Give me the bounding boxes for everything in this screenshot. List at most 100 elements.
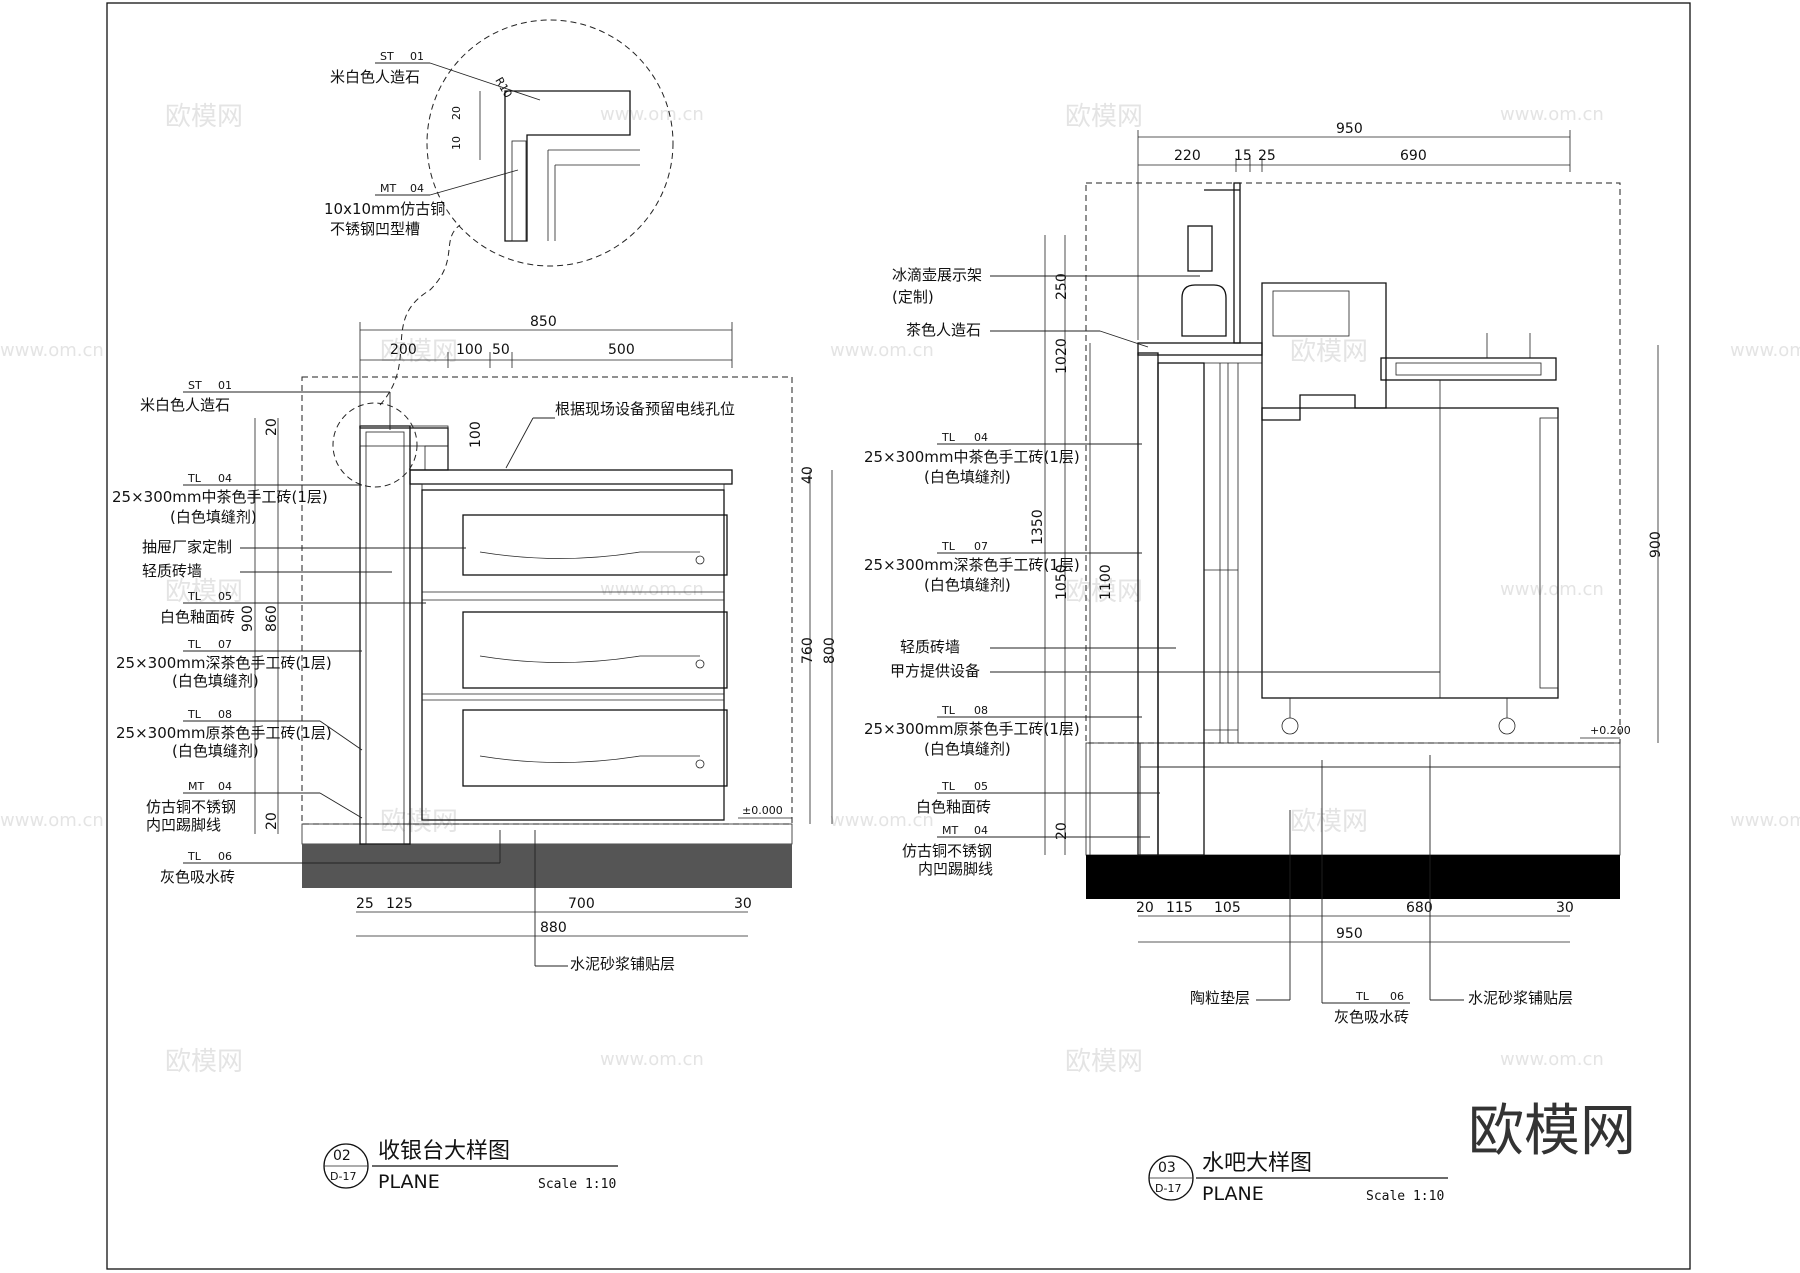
leader [319,720,363,751]
lightweight-brick-wall [359,425,411,845]
tag-num: 04 [410,182,424,195]
label-st01: 米白色人造石 [330,68,420,86]
dim-880: 880 [540,920,567,936]
label-mt04-line2: 内凹踢脚线 [918,860,993,878]
drip-pot-top [1187,225,1213,272]
dim-860: 860 [264,605,280,632]
tag-num: 04 [218,780,232,793]
sheet-border [106,2,1691,1270]
sheet-reference: D-17 [330,1170,356,1183]
dim-25: 25 [1258,148,1276,164]
dim-100: 100 [456,342,483,358]
dim-1100: 1100 [1098,564,1114,600]
dim-20: 20 [264,812,280,830]
dim-30: 30 [1556,900,1574,916]
tag-code: TL [1355,990,1370,1003]
label-tl07-line1: 25×300mm深茶色手工砖(1层) [864,556,1080,574]
sheet-reference: D-17 [1155,1182,1181,1195]
label-rack: 冰滴壶展示架 [892,266,982,284]
drawer-1-knob [695,555,705,565]
tag-code: TL [187,472,202,485]
tag-num: 01 [410,50,424,63]
watermark-url: www.om.cn [600,579,704,600]
dim-1350: 1350 [1030,509,1046,545]
label-tl04-line1: 25×300mm中茶色手工砖(1层) [864,448,1080,466]
tag-code: TL [187,708,202,721]
equipment-door [1539,417,1559,689]
tag-code: TL [187,638,202,651]
tag-num: 05 [218,590,232,603]
tag-code: TL [941,431,956,444]
leader [1099,330,1149,348]
dim-100-vertical: 100 [468,421,484,448]
watermark-brand: 欧模网 [1290,807,1368,837]
dim-40: 40 [800,466,816,484]
dim-760: 760 [800,637,816,664]
drawing-title: 收银台大样图 [378,1139,510,1164]
level-mark: +0.200 [1590,724,1631,737]
dim-950: 950 [1336,121,1363,137]
cap-return [424,445,449,471]
tag-num: 04 [218,472,232,485]
label-mt04-line1: 10x10mm仿古铜 [324,200,445,218]
dim-680: 680 [1406,900,1433,916]
structural-slab [1086,855,1620,899]
detail-callout-leader [379,224,461,406]
equipment-shelf [1380,357,1557,381]
label-brick: 轻质砖墙 [142,562,202,580]
label-tl07-line1: 25×300mm深茶色手工砖(1层) [116,654,332,672]
watermark-url: www.om.cn [830,810,934,831]
tag-num: 08 [218,708,232,721]
label-tl08-line2: (白色填缝剂) [172,742,259,760]
drawing-scale: Scale 1:10 [538,1177,616,1192]
counter-outline-dashed [301,376,793,825]
label-mt04-line1: 仿古铜不锈钢 [902,842,992,860]
dim-50: 50 [492,342,510,358]
dim-250: 250 [1054,273,1070,300]
dim-200: 200 [390,342,417,358]
dim-950: 950 [1336,926,1363,942]
cashier-counter-section: R10 20 10 850 200 100 50 500 100 20 900 … [112,19,838,1193]
counter-top [409,469,733,485]
drawer-3 [462,709,728,787]
dim-900: 900 [1648,531,1664,558]
dim-30: 30 [734,896,752,912]
equipment-shelf-inner [1395,362,1542,376]
label-mt04-skirting-line1: 仿古铜不锈钢 [146,798,236,816]
drawer-2-knob [695,659,705,669]
drawer-3-knob [695,759,705,769]
tag-code: TL [941,704,956,717]
watermark-brand: 欧模网 [1065,577,1143,607]
label-tl07-line2: (白色填缝剂) [172,672,259,690]
tag-num: 06 [1390,990,1404,1003]
wall-inner-line [365,431,405,845]
label-mt04-skirting-line2: 内凹踢脚线 [146,816,221,834]
watermark-url: www.om.cn [1730,340,1800,361]
dim-20: 20 [450,106,463,120]
label-tl06: 灰色吸水砖 [1334,1008,1409,1026]
dim-220: 220 [1174,148,1201,164]
label-cable-hole: 根据现场设备预留电线孔位 [555,400,735,418]
watermark-brand: 欧模网 [1065,1047,1143,1077]
label-rack-note: (定制) [892,288,934,306]
label-tl08-line2: (白色填缝剂) [924,740,1011,758]
watermark-url: www.om.cn [1500,1049,1604,1070]
label-mortar: 水泥砂浆铺贴层 [570,955,675,973]
dim-800: 800 [822,637,838,664]
brand-logo: 欧模网 [1468,1099,1636,1164]
watermark-layer: 欧模网 www.om.cn 欧模网 www.om.cn www.om.cn 欧模… [0,102,1800,1077]
tag-code: MT [188,780,204,793]
drawer-2 [462,611,728,689]
leader [505,417,534,469]
tag-code: ST [380,50,394,63]
label-tl06: 灰色吸水砖 [160,868,235,886]
label-tl05: 白色釉面砖 [916,798,991,816]
label-tea-stone: 茶色人造石 [906,321,981,339]
label-tl04-line2: (白色填缝剂) [170,508,257,526]
label-tl05: 白色釉面砖 [160,608,235,626]
watermark-brand: 欧模网 [1065,102,1143,132]
lightweight-brick-wall [1157,362,1205,856]
tag-num: 08 [974,704,988,717]
label-ceramsite: 陶粒垫层 [1190,989,1250,1007]
